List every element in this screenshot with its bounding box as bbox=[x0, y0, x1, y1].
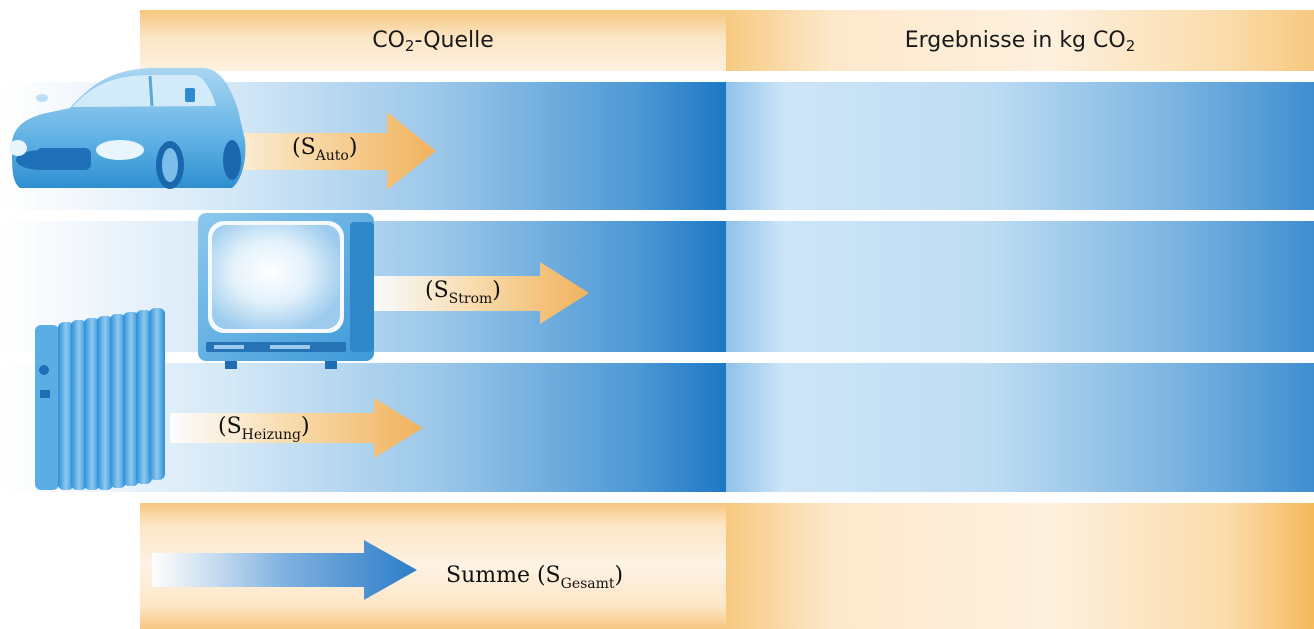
label-s-heizung: (SHeizung) bbox=[218, 414, 310, 443]
radiator-icon bbox=[35, 308, 165, 490]
arrow-auto bbox=[175, 112, 436, 190]
row-strom-result bbox=[726, 221, 1314, 352]
arrow-strom bbox=[372, 262, 589, 324]
arrow-summe bbox=[152, 540, 417, 600]
header-co2-source: CO2-Quelle bbox=[140, 10, 726, 71]
label-s-strom: (SStrom) bbox=[425, 278, 501, 307]
header-results: Ergebnisse in kg CO2 bbox=[726, 10, 1314, 71]
tv-icon bbox=[198, 213, 374, 369]
label-summe-gesamt: Summe (SGesamt) bbox=[446, 563, 624, 592]
label-s-auto: (SAuto) bbox=[292, 135, 358, 164]
arrow-heizung bbox=[170, 398, 423, 458]
row-heizung-result bbox=[726, 363, 1314, 492]
header-results-label: Ergebnisse in kg CO2 bbox=[904, 28, 1136, 55]
summary-result bbox=[726, 503, 1314, 629]
header-co2-source-label: CO2-Quelle bbox=[372, 28, 494, 55]
car-icon bbox=[9, 68, 246, 189]
row-auto-result bbox=[726, 82, 1314, 210]
